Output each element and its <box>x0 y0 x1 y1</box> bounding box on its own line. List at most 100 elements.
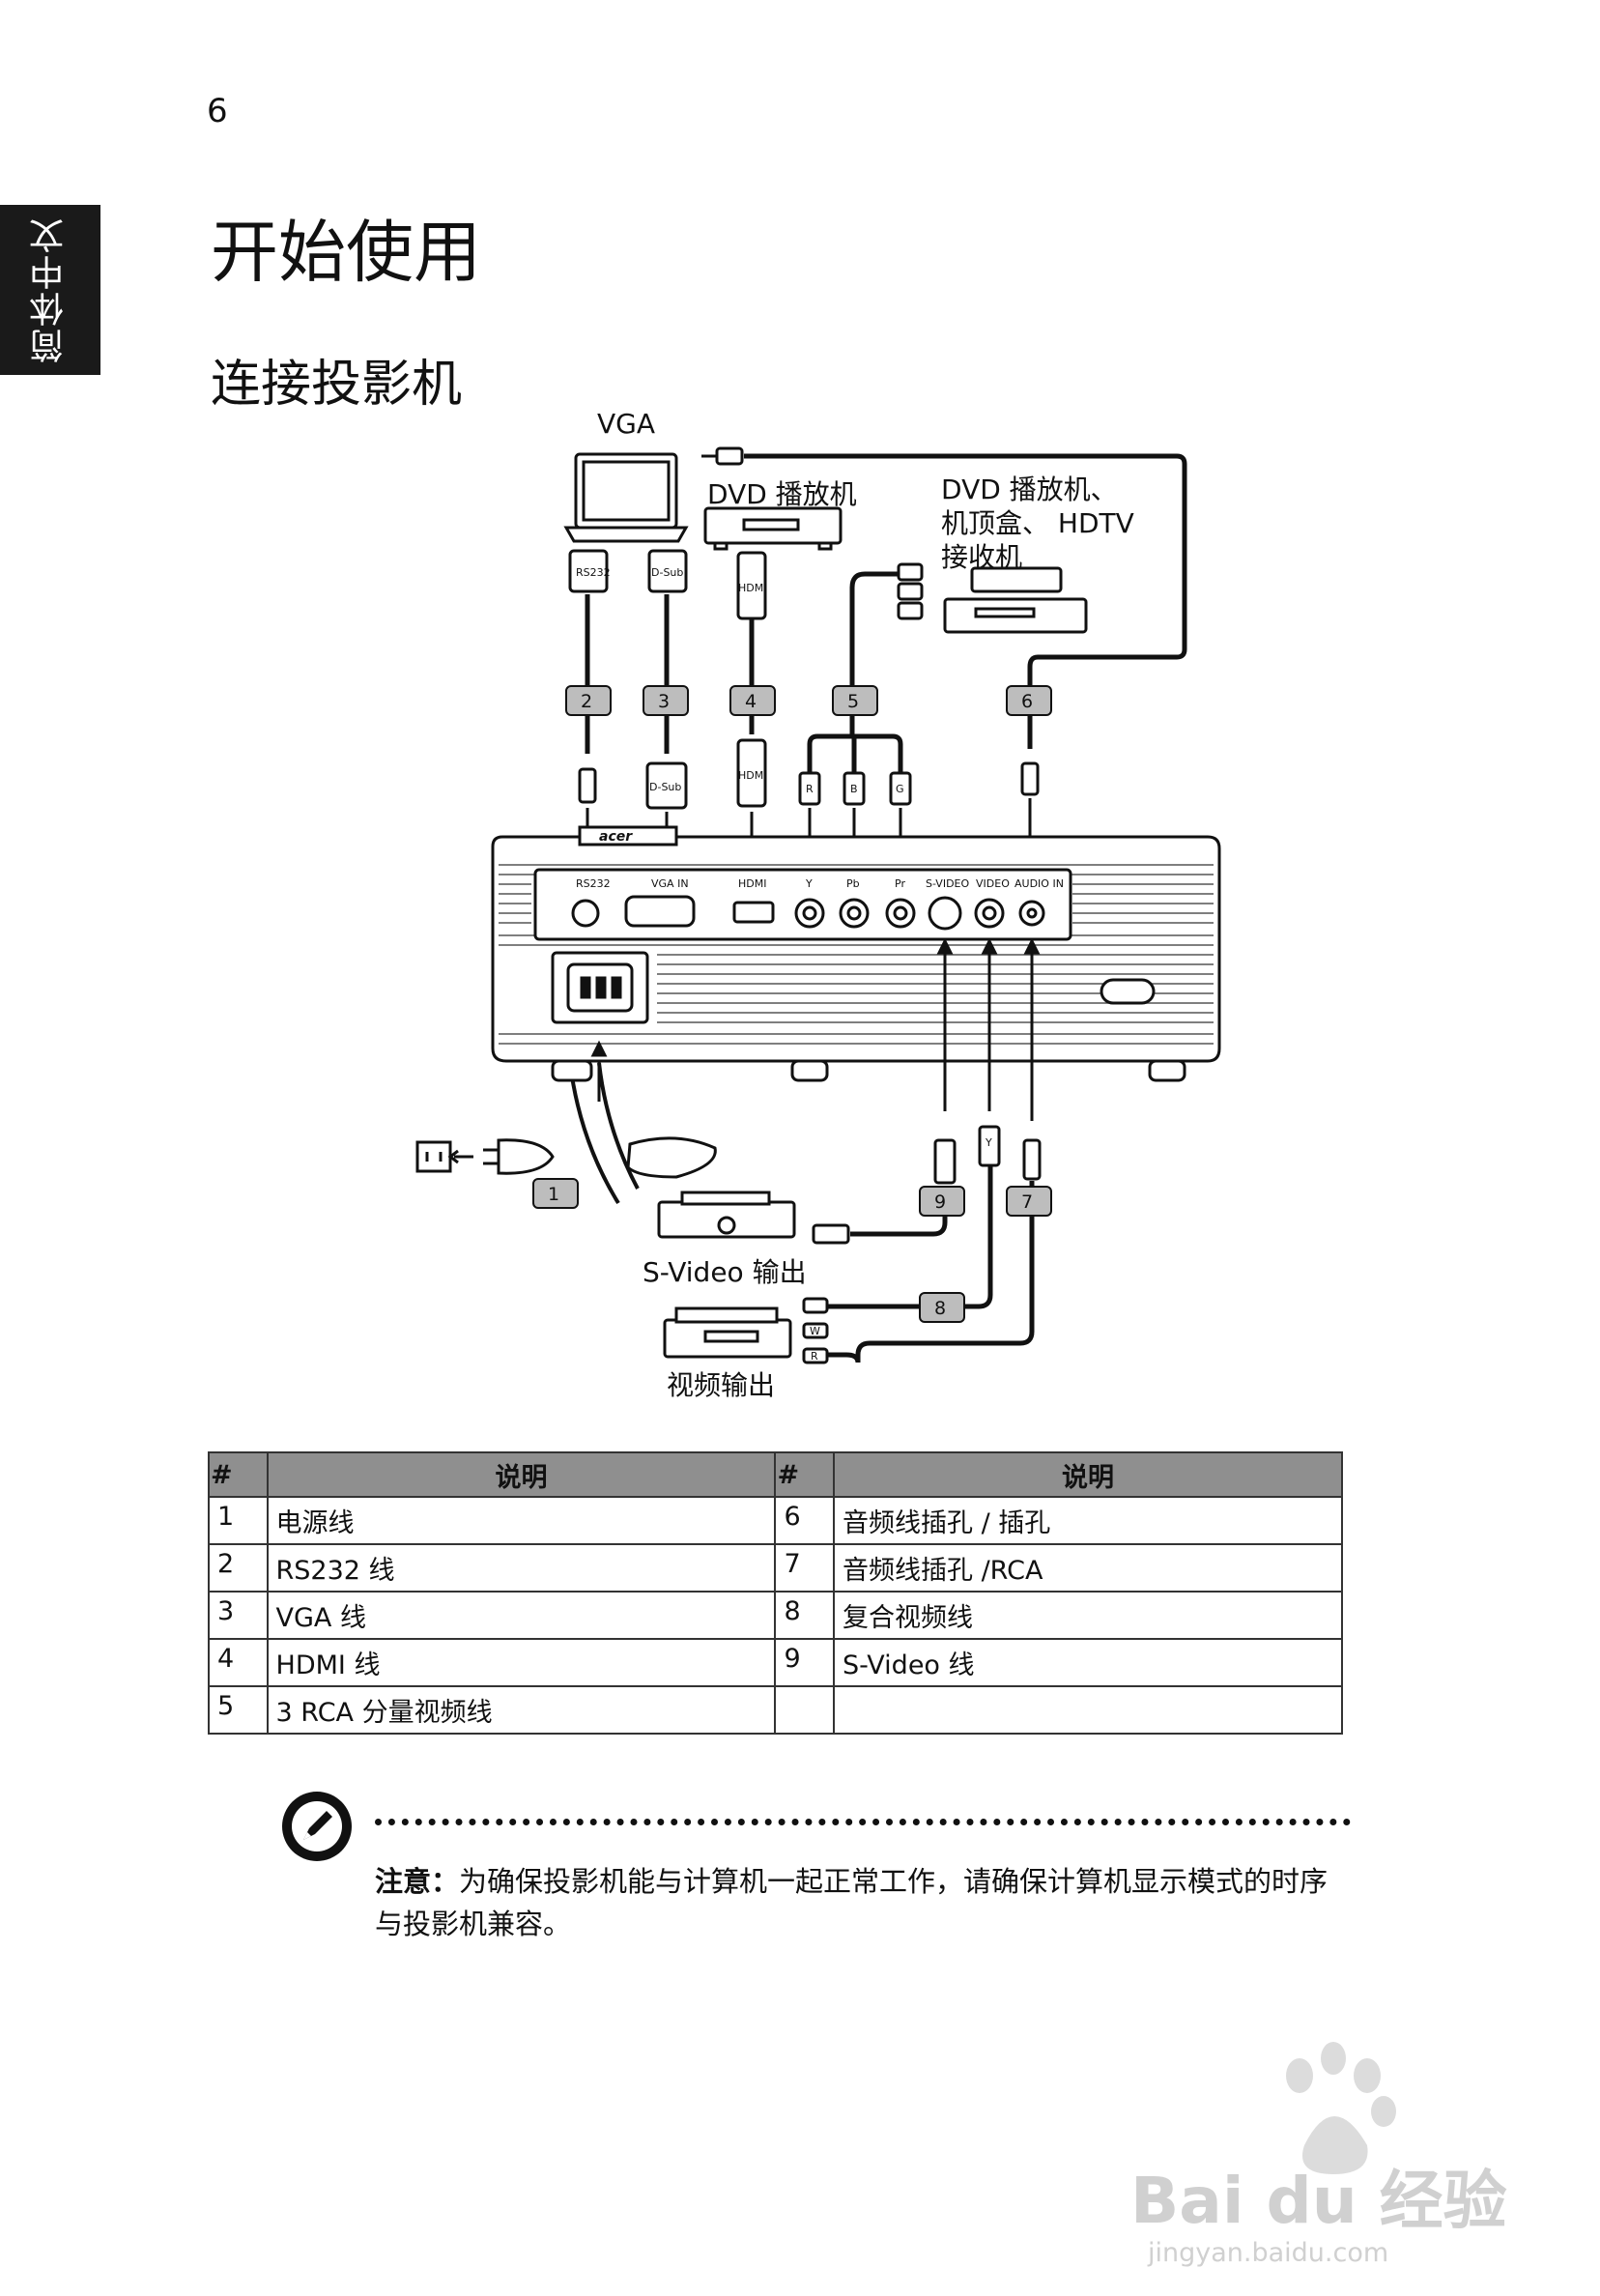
port-label-5: Pr <box>895 877 905 890</box>
note-icon <box>282 1792 352 1861</box>
badge-5-text: 5 <box>847 691 859 712</box>
video-device-icon <box>663 1297 829 1364</box>
row-description: S-Video 线 <box>833 1638 1343 1687</box>
svideo-device-icon <box>657 1191 850 1245</box>
rca-g-plug <box>889 771 912 806</box>
dsub-text-top: D-Sub <box>651 566 683 579</box>
label-svideo-out: S-Video 输出 <box>643 1256 807 1288</box>
note-divider <box>375 1819 1351 1825</box>
hdmi-connector-bottom: HDMI <box>736 738 767 808</box>
port-label-8: AUDIO IN <box>1014 877 1064 890</box>
rs232-plug <box>578 767 597 804</box>
dsub-connector-bottom: D-Sub <box>645 761 688 810</box>
rs232-connector: RS232 <box>568 549 611 593</box>
row-description: RS232 线 <box>266 1543 777 1593</box>
row-number: 5 <box>208 1685 269 1735</box>
row-number: 4 <box>208 1638 269 1687</box>
section-title: 连接投影机 <box>211 356 463 414</box>
port-label-7: VIDEO <box>976 877 1010 890</box>
badge-3 <box>643 685 689 716</box>
composite-plug <box>978 1125 1001 1167</box>
note-body: 为确保投影机能与计算机一起正常工作，请确保计算机显示模式的时序与投影机兼容。 <box>375 1865 1329 1941</box>
dvd-player-icon <box>703 506 843 551</box>
watermark-brand: Bai du 经验 <box>1130 2164 1507 2238</box>
laptop-icon <box>563 452 689 543</box>
row-number: 2 <box>208 1543 269 1593</box>
rca-r-plug <box>798 771 821 806</box>
row-description: 音频线插孔 /RCA <box>833 1543 1343 1593</box>
badge-7-text: 7 <box>1021 1191 1033 1213</box>
badge-6 <box>1006 685 1052 716</box>
row-description: 复合视频线 <box>833 1591 1343 1640</box>
power-plug-icon <box>483 1136 717 1179</box>
watermark-url: jingyan.baidu.com <box>1147 2238 1388 2268</box>
language-side-tab: 简体中文 <box>0 205 100 375</box>
label-dvd-stb-2: 机顶盒、 HDTV <box>941 507 1134 539</box>
row-description <box>833 1685 1343 1735</box>
port-label-4: Pb <box>846 877 860 890</box>
note-paragraph: 注意：为确保投影机能与计算机一起正常工作，请确保计算机显示模式的时序与投影机兼容… <box>375 1860 1341 1945</box>
badge-8-text: 8 <box>934 1298 946 1319</box>
legend-header-desc-1: 说明 <box>266 1451 777 1498</box>
audio-plug-top <box>701 446 744 466</box>
badge-3-text: 3 <box>658 691 670 712</box>
rs232-text: RS232 <box>576 566 611 579</box>
rca-r-text: R <box>806 783 814 795</box>
cable-composite <box>827 1164 993 1309</box>
row-description: VGA 线 <box>266 1591 777 1640</box>
cable-audio-7 <box>827 1181 1035 1363</box>
row-number: 8 <box>774 1591 835 1640</box>
badge-8 <box>919 1292 965 1323</box>
legend-header-num-2: # <box>774 1451 835 1498</box>
port-label-6: S-VIDEO <box>926 877 969 890</box>
port-label-2: HDMI <box>738 877 766 890</box>
label-vga: VGA <box>597 408 656 440</box>
table-row: 5 3 RCA 分量视频线 <box>208 1685 1343 1735</box>
row-number <box>774 1685 835 1735</box>
badge-9-text: 9 <box>934 1191 946 1213</box>
port-label-1: VGA IN <box>651 877 689 890</box>
port-labels: RS232 VGA IN HDMI Y Pb Pr S-VIDEO VIDEO … <box>576 877 1064 890</box>
video-r-text: R <box>811 1350 818 1363</box>
legend-header-row: # 说明 # 说明 <box>208 1451 1343 1498</box>
row-description: 3 RCA 分量视频线 <box>266 1685 777 1735</box>
cable-component <box>807 571 903 773</box>
rca-plugs-top <box>897 562 924 620</box>
table-row: 1 电源线 6 音频线插孔 / 插孔 <box>208 1496 1343 1545</box>
audio-plug-7 <box>1022 1138 1042 1181</box>
svideo-plug <box>933 1138 957 1185</box>
badge-5 <box>832 685 878 716</box>
label-video-out: 视频输出 <box>667 1369 776 1401</box>
connection-diagram: RS232 D-Sub HDMI 2 3 4 5 6 D-Sub <box>415 446 1221 1364</box>
row-description: 电源线 <box>266 1496 777 1545</box>
row-number: 6 <box>774 1496 835 1545</box>
page-number: 6 <box>207 92 228 130</box>
hdmi-text-top: HDMI <box>738 582 766 594</box>
label-dvd-stb-1: DVD 播放机、 <box>941 474 1118 505</box>
row-number: 7 <box>774 1543 835 1593</box>
note-label: 注意： <box>375 1865 460 1898</box>
row-description: HDMI 线 <box>266 1638 777 1687</box>
dvd-stb-icon <box>943 566 1088 634</box>
row-number: 1 <box>208 1496 269 1545</box>
port-label-0: RS232 <box>576 877 611 890</box>
rca-b-text: B <box>850 783 858 795</box>
projector-body <box>491 825 1221 1063</box>
badge-7 <box>1006 1186 1052 1217</box>
table-row: 3 VGA 线 8 复合视频线 <box>208 1591 1343 1640</box>
audio-plug-6 <box>1020 761 1040 796</box>
video-w-text: W <box>810 1325 820 1337</box>
table-row: 4 HDMI 线 9 S-Video 线 <box>208 1638 1343 1687</box>
projector-feet <box>551 1059 1186 1082</box>
badge-4-text: 4 <box>745 691 757 712</box>
baidu-watermark: Bai du 经验 jingyan.baidu.com <box>1130 2042 1507 2268</box>
label-dvd-player: DVD 播放机 <box>707 478 857 510</box>
dsub-connector-top: D-Sub <box>647 549 688 593</box>
wall-outlet-icon <box>415 1140 473 1173</box>
port-label-3: Y <box>805 877 813 890</box>
badge-4 <box>729 685 776 716</box>
rca-g-text: G <box>896 783 904 795</box>
badge-2 <box>565 685 612 716</box>
legend-table: # 说明 # 说明 1 电源线 6 音频线插孔 / 插孔 2 RS232 线 7… <box>208 1451 1343 1735</box>
hdmi-text-bottom: HDMI <box>738 769 766 782</box>
